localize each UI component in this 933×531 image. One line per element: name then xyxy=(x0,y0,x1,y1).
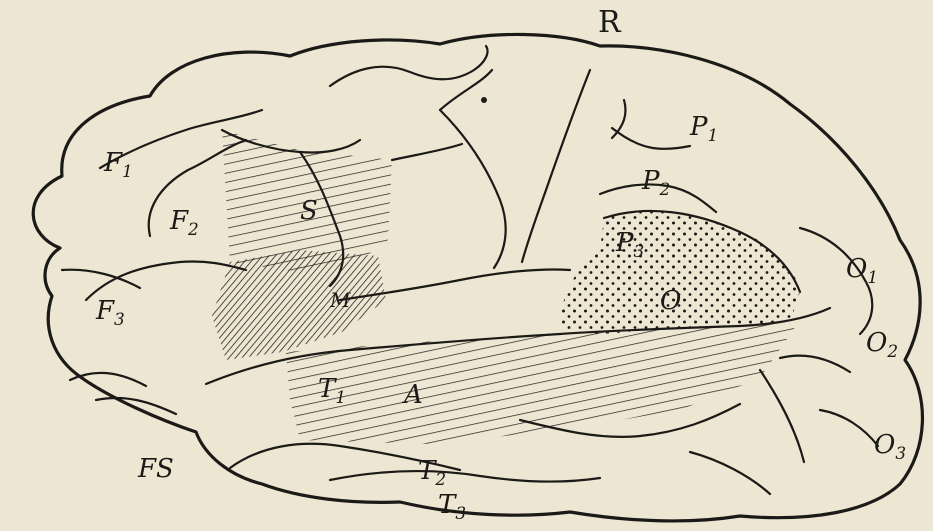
label-o2: O2 xyxy=(866,330,898,360)
label-f1: F1 xyxy=(104,150,133,180)
label-f3: F3 xyxy=(96,298,125,328)
label-a: A xyxy=(404,382,423,408)
label-o3: O3 xyxy=(874,432,906,462)
sulcus-central-branch xyxy=(392,144,462,160)
sulcus-postcentral xyxy=(522,70,590,262)
label-t1: T1 xyxy=(318,376,346,406)
sulcus-occipital-2 xyxy=(780,356,850,372)
sulcus-occipital-3 xyxy=(820,410,878,446)
label-o: O xyxy=(660,288,681,314)
sulcus-temporal-2 xyxy=(330,471,600,482)
label-o1: O1 xyxy=(846,256,878,286)
sulcus-precentral xyxy=(330,46,488,86)
label-p3: P3 xyxy=(616,230,644,260)
sulcus-occipital-lower xyxy=(760,370,804,462)
label-f2: F2 xyxy=(170,208,199,238)
label-fs: FS xyxy=(138,456,174,482)
sulcus-central xyxy=(440,70,506,268)
sulcus-intraparietal xyxy=(612,100,690,149)
label-p1: P1 xyxy=(690,114,718,144)
label-s: S xyxy=(300,198,318,224)
label-t2: T2 xyxy=(418,458,446,488)
label-r: R xyxy=(598,8,621,38)
region-m-dense-hatched xyxy=(212,250,386,360)
marker-dot xyxy=(481,97,487,103)
label-p2: P2 xyxy=(642,168,670,198)
label-t3: T3 xyxy=(438,492,466,522)
label-m: M xyxy=(330,290,350,310)
sulcus-orbital-2 xyxy=(96,398,176,414)
sulcus-temporal-4 xyxy=(690,452,770,494)
